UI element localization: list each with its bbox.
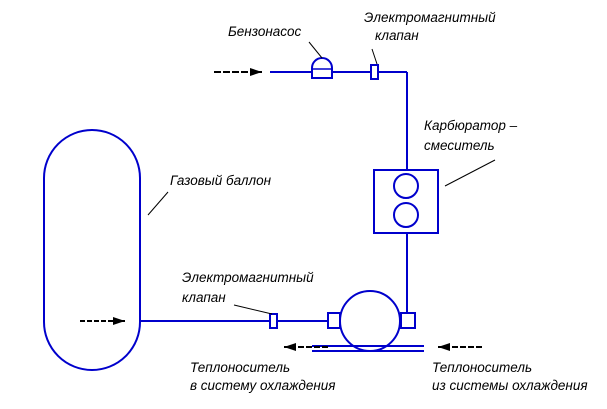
label-top-valve-line2: клапан bbox=[375, 28, 419, 43]
reducer-outlet-port bbox=[400, 312, 416, 329]
label-coolant-in-line2: из системы охлаждения bbox=[432, 378, 588, 393]
leader-cylinder bbox=[147, 191, 169, 216]
label-coolant-out-line1: Теплоноситель bbox=[190, 360, 290, 375]
bottom-solenoid-valve bbox=[269, 313, 278, 329]
reducer-evaporator bbox=[339, 290, 401, 352]
leader-bottom-valve bbox=[233, 304, 273, 315]
leader-carburetor bbox=[444, 159, 496, 187]
carburetor-mixer bbox=[373, 169, 439, 234]
label-carburetor-line1: Карбюратор – bbox=[424, 118, 518, 133]
label-top-valve-line1: Электромагнитный bbox=[364, 10, 496, 25]
top-solenoid-valve bbox=[370, 64, 379, 80]
leader-top-valve bbox=[371, 48, 378, 65]
label-coolant-in-line1: Теплоноситель bbox=[432, 360, 532, 375]
mixer-chamber-top bbox=[393, 173, 419, 199]
label-gas-cylinder: Газовый баллон bbox=[170, 173, 272, 188]
label-coolant-out-line2: в систему охлаждения bbox=[190, 378, 336, 393]
leader-fuel-pump bbox=[308, 41, 323, 59]
fuel-pump bbox=[311, 57, 333, 79]
mixer-chamber-bottom bbox=[393, 202, 419, 228]
label-fuel-pump: Бензонасос bbox=[228, 24, 302, 39]
label-carburetor-line2: смеситель bbox=[424, 138, 495, 153]
gas-cylinder bbox=[43, 129, 141, 371]
label-bottom-valve-line2: клапан bbox=[182, 290, 226, 305]
reducer-inlet-port bbox=[327, 312, 341, 329]
label-bottom-valve-line1: Электромагнитный bbox=[182, 270, 314, 285]
